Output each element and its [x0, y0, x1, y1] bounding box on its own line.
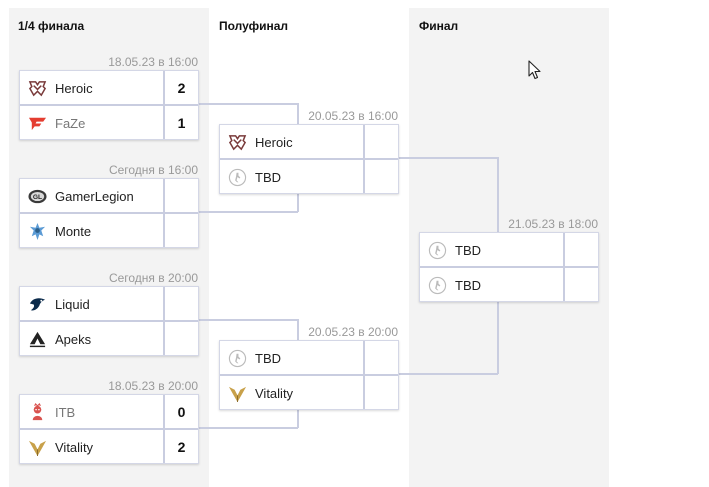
team-name: TBD — [455, 243, 481, 258]
match-card[interactable]: ITB 0 Vitality 2 — [19, 394, 199, 464]
score-divider — [563, 233, 565, 301]
team-name: Heroic — [255, 135, 293, 150]
match-card[interactable]: Heroic TBD — [219, 124, 399, 194]
connector-line — [297, 404, 299, 428]
score-divider — [363, 341, 365, 409]
team-row[interactable]: Liquid — [20, 287, 198, 322]
team-name: Heroic — [55, 81, 93, 96]
match-date: 20.05.23 в 16:00 — [308, 109, 398, 123]
team-row[interactable]: Apeks — [20, 322, 198, 356]
connector-line — [197, 427, 298, 429]
apeks-icon — [29, 331, 46, 348]
match-date: 18.05.23 в 16:00 — [108, 55, 198, 69]
team-name: TBD — [255, 170, 281, 185]
connector-line — [397, 373, 498, 375]
monte-icon — [29, 222, 46, 241]
team-row[interactable]: TBD — [220, 160, 398, 194]
score-divider — [163, 395, 165, 463]
team-row[interactable]: Vitality — [220, 376, 398, 410]
team-row[interactable]: Vitality 2 — [20, 430, 198, 464]
team-row[interactable]: ITB 0 — [20, 395, 198, 430]
match-date: Сегодня в 16:00 — [108, 163, 198, 177]
team-name: Liquid — [55, 297, 90, 312]
team-row[interactable]: Monte — [20, 214, 198, 248]
team-name: TBD — [455, 278, 481, 293]
match-card[interactable]: TBD TBD — [419, 232, 599, 302]
team-name: Apeks — [55, 332, 92, 347]
team-row[interactable]: TBD — [420, 233, 598, 268]
score-divider — [163, 287, 165, 355]
heroic-icon — [228, 135, 247, 151]
score-divider — [163, 71, 165, 139]
connector-line — [297, 188, 299, 212]
faze-icon — [28, 117, 47, 131]
connector-line — [197, 103, 298, 105]
team-row[interactable]: FaZe 1 — [20, 106, 198, 140]
team-name: Monte — [55, 224, 92, 239]
match-card[interactable]: Liquid Apeks — [19, 286, 199, 356]
connector-line — [497, 157, 499, 233]
team-name: GamerLegion — [55, 189, 134, 204]
match-date: 20.05.23 в 20:00 — [308, 325, 398, 339]
match-date: Сегодня в 20:00 — [108, 271, 198, 285]
team-score: 1 — [177, 115, 186, 131]
connector-line — [297, 103, 299, 125]
team-name: Vitality — [255, 386, 294, 401]
tbd-icon — [228, 168, 247, 187]
gamerlegion-icon: GL — [28, 189, 47, 204]
connector-line — [197, 319, 298, 321]
match-card[interactable]: TBD Vitality — [219, 340, 399, 410]
team-row[interactable]: Heroic 2 — [20, 71, 198, 106]
vitality-icon — [228, 386, 247, 403]
round-title-semifinal: Полуфинал — [219, 19, 289, 33]
team-name: TBD — [255, 351, 281, 366]
match-card[interactable]: Heroic 2 FaZe 1 — [19, 70, 199, 140]
svg-text:GL: GL — [33, 194, 42, 201]
connector-line — [197, 211, 298, 213]
team-name: FaZe — [55, 116, 86, 131]
round-title-final: Финал — [419, 19, 459, 33]
heroic-icon — [28, 81, 47, 97]
tbd-icon — [228, 349, 247, 368]
round-title-quarterfinal: 1/4 финала — [18, 19, 85, 33]
tbd-icon — [428, 276, 447, 295]
team-name: ITB — [55, 405, 76, 420]
itb-icon — [32, 403, 43, 421]
team-row[interactable]: TBD — [220, 341, 398, 376]
team-name: Vitality — [55, 440, 94, 455]
connector-line — [297, 319, 299, 341]
team-score: 0 — [177, 404, 186, 420]
team-score: 2 — [177, 80, 186, 96]
team-score: 2 — [177, 439, 186, 455]
match-date: 18.05.23 в 20:00 — [108, 379, 198, 393]
team-row[interactable]: TBD — [420, 268, 598, 302]
connector-line — [397, 157, 498, 159]
mouse-cursor-icon — [528, 60, 541, 80]
liquid-icon — [29, 298, 46, 311]
tbd-icon — [428, 241, 447, 260]
team-row[interactable]: GL GamerLegion — [20, 179, 198, 214]
vitality-icon — [28, 440, 47, 457]
connector-line — [497, 296, 499, 374]
match-date: 21.05.23 в 18:00 — [508, 217, 598, 231]
score-divider — [163, 179, 165, 247]
team-row[interactable]: Heroic — [220, 125, 398, 160]
match-card[interactable]: GL GamerLegion Monte — [19, 178, 199, 248]
score-divider — [363, 125, 365, 193]
